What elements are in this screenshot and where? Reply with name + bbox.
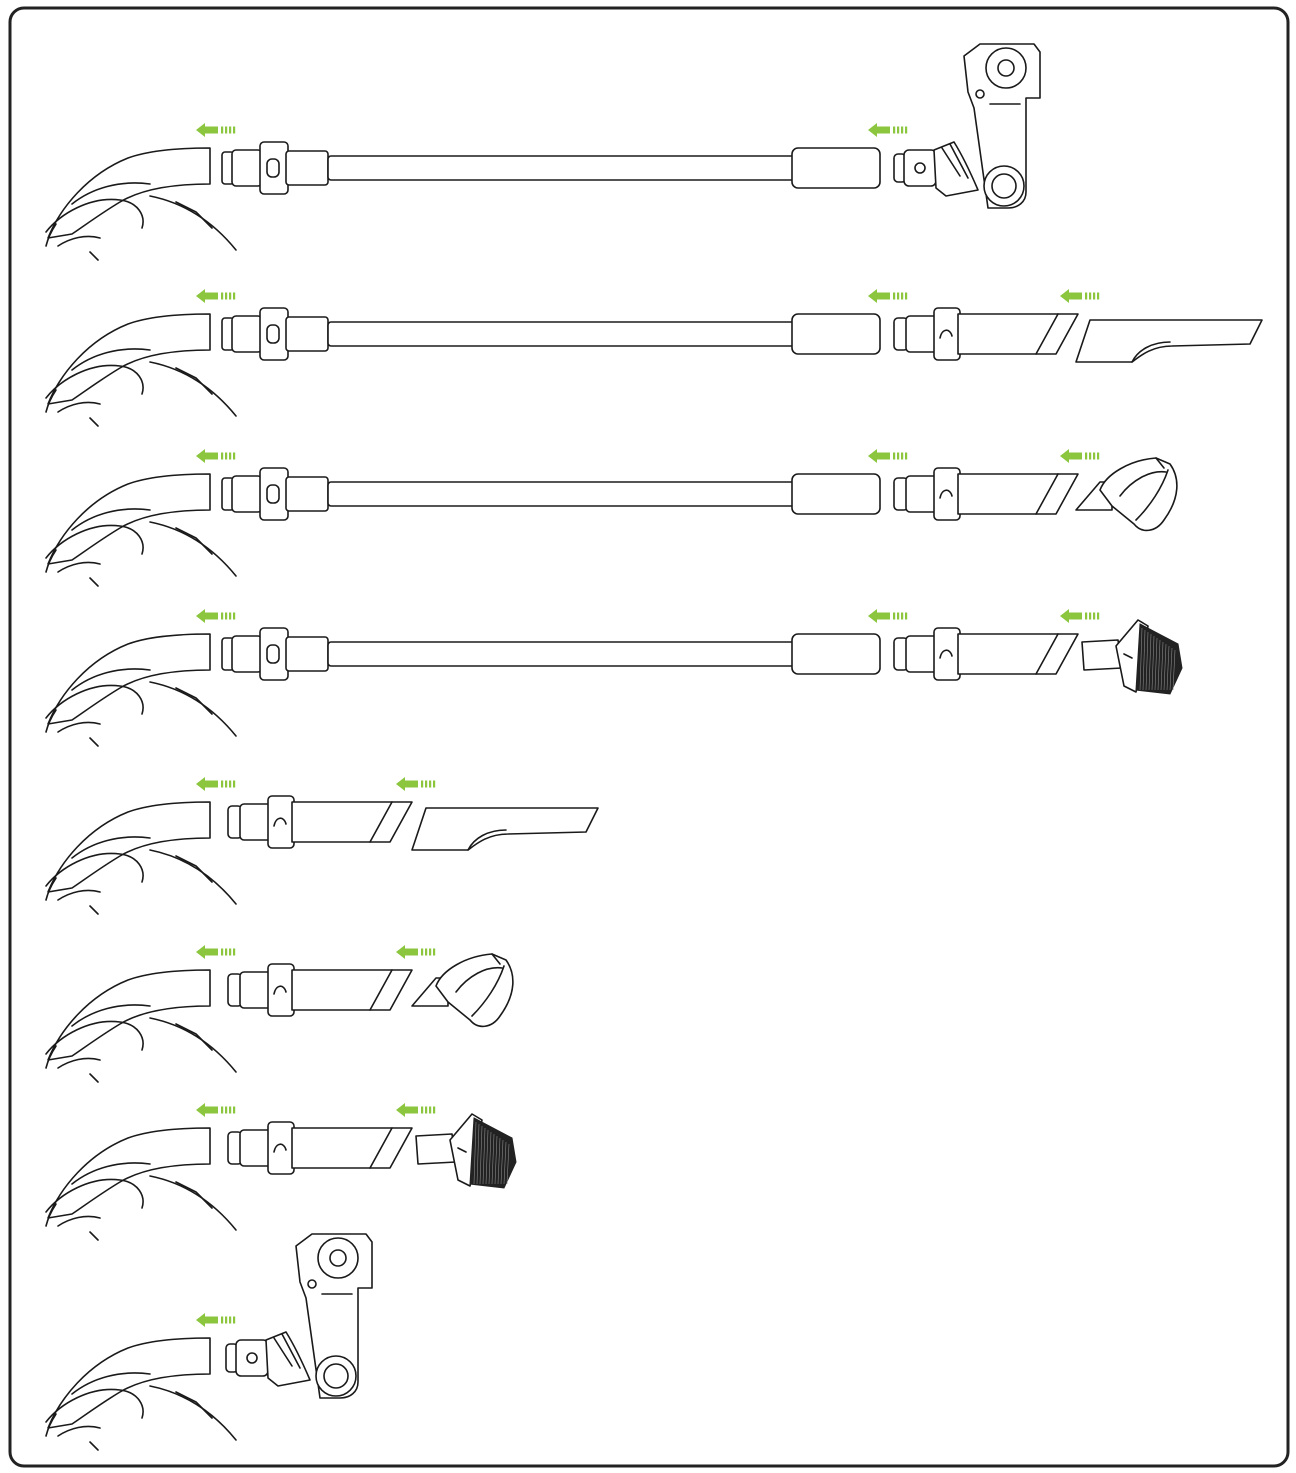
row-handle-crevice	[45, 777, 599, 915]
extension-tube	[221, 307, 881, 361]
row-handle-brush	[45, 1103, 517, 1241]
push-arrow	[868, 449, 908, 463]
adapter	[893, 467, 1079, 521]
handle-grip	[45, 801, 237, 915]
extension-tube	[221, 627, 881, 681]
push-arrow	[1060, 449, 1100, 463]
adapter	[227, 1121, 413, 1175]
push-arrow	[196, 777, 236, 791]
handle-grip	[45, 147, 237, 261]
adapter	[893, 307, 1079, 361]
handle-grip	[45, 969, 237, 1083]
push-arrow	[868, 289, 908, 303]
handle-grip	[45, 633, 237, 747]
push-arrow	[396, 1103, 436, 1117]
push-arrow	[196, 609, 236, 623]
handle-grip	[45, 1127, 237, 1241]
push-arrow	[196, 289, 236, 303]
floor-head	[225, 1233, 373, 1399]
push-arrow	[396, 945, 436, 959]
push-arrow	[196, 449, 236, 463]
push-arrow	[196, 123, 236, 137]
dusting-brush	[1081, 619, 1183, 695]
diagram-frame	[8, 6, 1290, 1468]
crevice-tool	[411, 807, 599, 851]
crevice-tool	[1075, 319, 1263, 363]
row-handle-extension-crevice	[45, 289, 1263, 427]
push-arrow	[196, 1313, 236, 1327]
push-arrow	[1060, 289, 1100, 303]
push-arrow	[868, 123, 908, 137]
extension-tube	[221, 141, 881, 195]
row-handle-extension-brush	[45, 609, 1183, 747]
adapter	[227, 963, 413, 1017]
push-arrow	[196, 945, 236, 959]
rows-layer	[45, 43, 1263, 1451]
handle-grip	[45, 313, 237, 427]
handle-grip	[45, 473, 237, 587]
floor-head	[893, 43, 1041, 209]
row-handle-floor-head	[45, 1233, 373, 1451]
row-handle-upholstery	[45, 945, 514, 1083]
upholstery-nozzle	[1075, 457, 1178, 532]
push-arrow	[396, 777, 436, 791]
row-handle-extension-floor-head	[45, 43, 1041, 261]
dusting-brush	[415, 1113, 517, 1189]
push-arrow	[196, 1103, 236, 1117]
adapter	[893, 627, 1079, 681]
upholstery-nozzle	[411, 953, 514, 1028]
handle-grip	[45, 1337, 237, 1451]
push-arrow	[1060, 609, 1100, 623]
adapter	[227, 795, 413, 849]
extension-tube	[221, 467, 881, 521]
push-arrow	[868, 609, 908, 623]
row-handle-extension-upholstery	[45, 449, 1178, 587]
